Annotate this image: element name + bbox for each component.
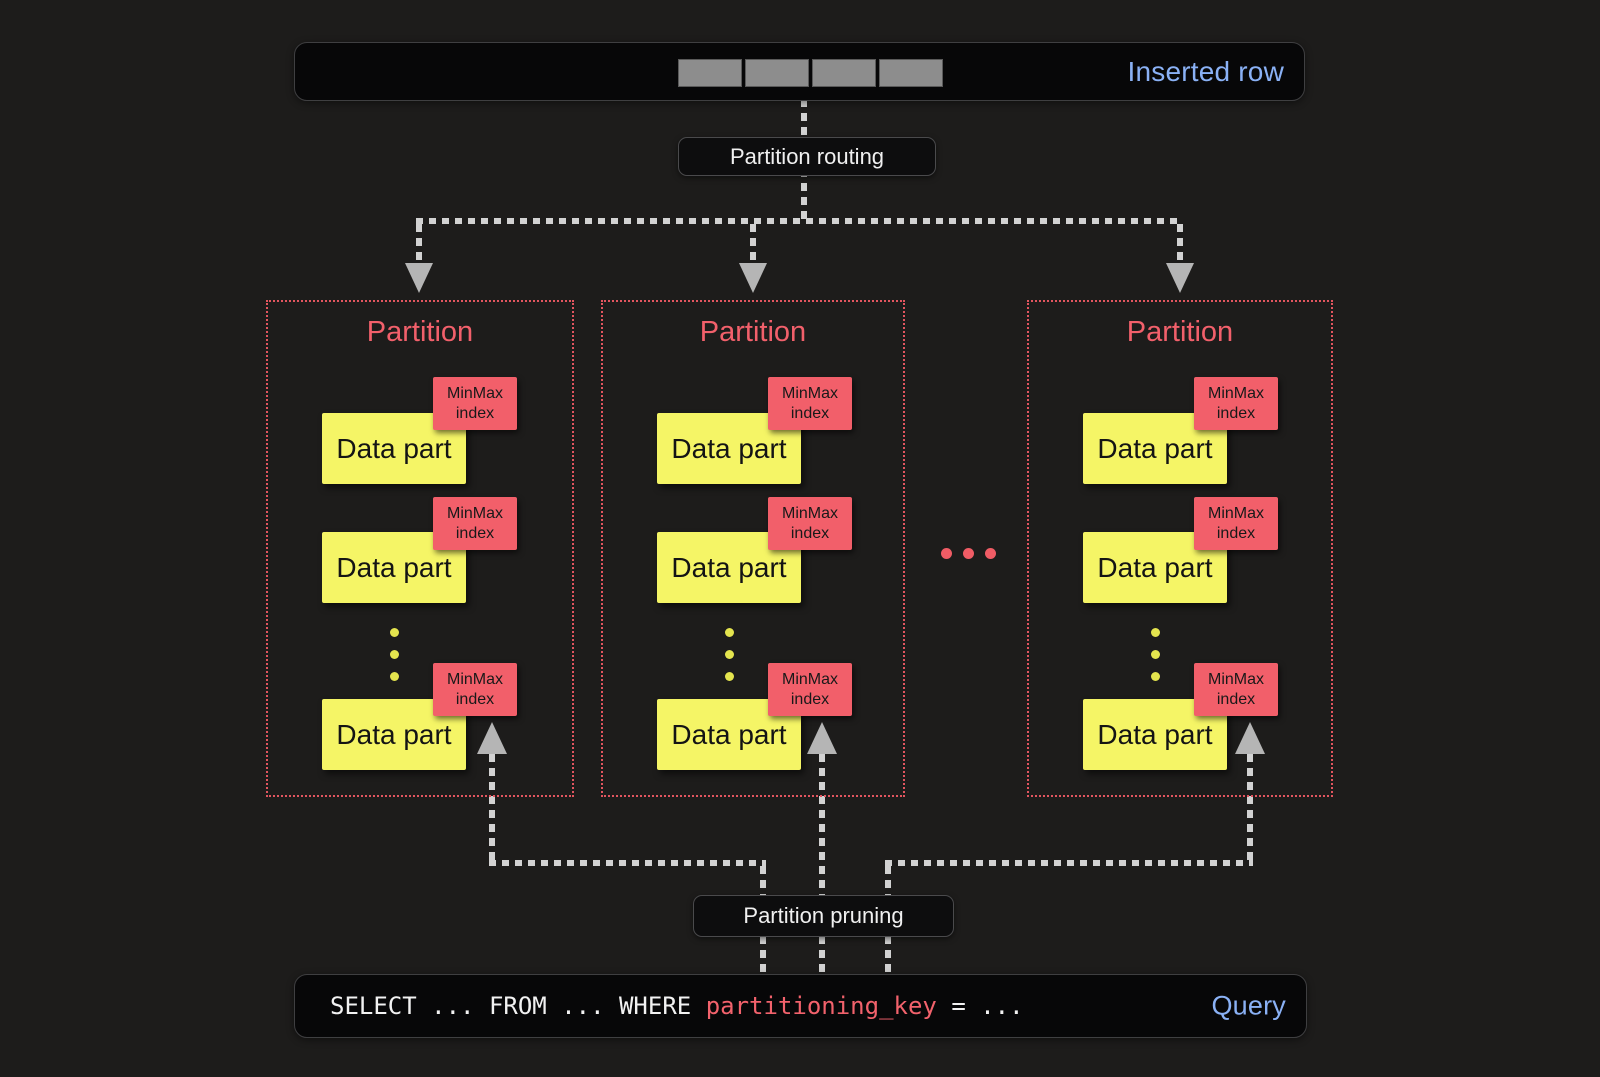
row-cell [812,59,876,87]
more-parts-ellipsis-icon [1151,628,1160,637]
partition-ellipsis-icon [985,548,996,559]
query-label: Query [1211,990,1286,1021]
pruning-line-middle [819,754,825,974]
arrow-down-icon [739,263,767,293]
arrow-up-icon [1235,722,1265,754]
data-part-box: Data part [322,532,466,603]
minmax-index-tag: MinMax index [768,497,852,550]
partition-ellipsis-icon [963,548,974,559]
inserted-row-card: Inserted row [294,42,1305,101]
routing-drop-line-3 [1177,224,1183,264]
more-parts-ellipsis-icon [1151,672,1160,681]
more-parts-ellipsis-icon [390,650,399,659]
partition-title: Partition [699,316,807,348]
more-parts-ellipsis-icon [1151,650,1160,659]
partition-box-3: Partition MinMax index Data part MinMax … [1027,300,1333,797]
minmax-index-tag: MinMax index [1194,497,1278,550]
minmax-index-tag: MinMax index [433,377,517,430]
pruning-line-right-up [1247,754,1253,866]
routing-branch-line [416,218,1183,224]
pruning-line-left-horizontal [489,860,766,866]
sql-select-clause: SELECT ... FROM ... WHERE [330,992,706,1020]
partition-box-2: Partition MinMax index Data part MinMax … [601,300,905,797]
more-parts-ellipsis-icon [725,628,734,637]
arrow-up-icon [807,722,837,754]
partition-pruning-text: Partition pruning [743,903,904,928]
row-cell [678,59,742,87]
minmax-index-tag: MinMax index [1194,377,1278,430]
inserted-row-cells-icon [678,59,943,87]
minmax-index-tag: MinMax index [1194,663,1278,716]
pruning-line-right-horizontal [885,860,1253,866]
more-parts-ellipsis-icon [390,672,399,681]
sql-text: SELECT ... FROM ... WHERE partitioning_k… [330,992,1024,1020]
more-parts-ellipsis-icon [725,650,734,659]
pruning-line-left-up [489,754,495,866]
partition-title: Partition [1126,316,1234,348]
minmax-index-tag: MinMax index [768,663,852,716]
minmax-index-tag: MinMax index [768,377,852,430]
partition-box-1: Partition MinMax index Data part MinMax … [266,300,574,797]
sql-partitioning-key: partitioning_key [705,992,937,1020]
partition-routing-text: Partition routing [729,143,885,169]
inserted-row-label: Inserted row [1127,55,1284,87]
arrow-down-icon [405,263,433,293]
row-cell [879,59,943,87]
more-parts-ellipsis-icon [390,628,399,637]
partition-title: Partition [366,316,474,348]
routing-drop-line-1 [416,224,422,264]
data-part-box: Data part [1083,532,1227,603]
arrow-down-icon [1166,263,1194,293]
more-parts-ellipsis-icon [725,672,734,681]
query-card: SELECT ... FROM ... WHERE partitioning_k… [294,974,1307,1038]
arrow-up-icon [477,722,507,754]
partition-ellipsis-icon [941,548,952,559]
partition-routing-label: Partition routing [678,137,936,176]
row-cell [745,59,809,87]
minmax-index-tag: MinMax index [433,663,517,716]
minmax-index-tag: MinMax index [433,497,517,550]
partition-pruning-label: Partition pruning [693,895,954,937]
sql-equals-clause: = ... [936,992,1024,1020]
routing-drop-line-2 [750,224,756,264]
